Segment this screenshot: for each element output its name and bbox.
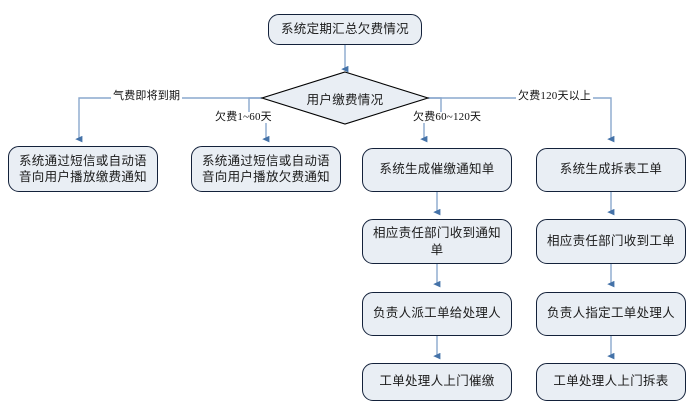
decision-diamond-shape [260, 71, 430, 125]
node-b4-s4-label: 工单处理人上门拆表 [553, 374, 669, 389]
node-b4-s1-label: 系统生成拆表工单 [559, 162, 663, 177]
node-b3-s2[interactable]: 相应责任部门收到通知单 [362, 219, 512, 264]
edge-branch-4 [428, 97, 615, 143]
node-start[interactable]: 系统定期汇总欠费情况 [268, 14, 422, 45]
node-b1-s1[interactable]: 系统通过短信或自动语音向用户播放缴费通知 [8, 146, 158, 192]
edge-branch-1 [75, 97, 262, 143]
node-b3-s3-label: 负责人派工单给处理人 [372, 306, 501, 321]
node-b2-s1-label: 系统通过短信或自动语音向用户播放欠费通知 [201, 153, 330, 184]
node-b3-s1[interactable]: 系统生成催缴通知单 [362, 148, 512, 192]
node-start-label: 系统定期汇总欠费情况 [280, 21, 409, 36]
node-b2-s1[interactable]: 系统通过短信或自动语音向用户播放欠费通知 [191, 146, 341, 192]
edge-label-branch-2: 欠费1~60天 [213, 111, 274, 123]
node-b3-s2-label: 相应责任部门收到通知单 [372, 226, 501, 257]
decision-label: 用户缴费情况 [306, 92, 384, 107]
decision-node[interactable]: 用户缴费情况 [262, 72, 428, 124]
node-b3-s4-label: 工单处理人上门催缴 [379, 374, 495, 389]
edge-label-branch-1: 气费即将到期 [111, 90, 183, 102]
node-b4-s4[interactable]: 工单处理人上门拆表 [536, 363, 686, 401]
node-b4-s1[interactable]: 系统生成拆表工单 [536, 148, 686, 192]
node-b4-s2-label: 相应责任部门收到工单 [546, 233, 675, 248]
edge-label-branch-3: 欠费60~120天 [411, 111, 484, 123]
node-b3-s4[interactable]: 工单处理人上门催缴 [362, 363, 512, 401]
node-b3-s1-label: 系统生成催缴通知单 [379, 162, 495, 177]
node-b1-s1-label: 系统通过短信或自动语音向用户播放缴费通知 [18, 153, 147, 184]
edge-label-branch-4: 欠费120天以上 [516, 90, 594, 102]
node-b4-s3-label: 负责人指定工单处理人 [546, 306, 675, 321]
node-b4-s2[interactable]: 相应责任部门收到工单 [536, 219, 686, 264]
node-b4-s3[interactable]: 负责人指定工单处理人 [536, 292, 686, 336]
node-b3-s3[interactable]: 负责人派工单给处理人 [362, 292, 512, 336]
